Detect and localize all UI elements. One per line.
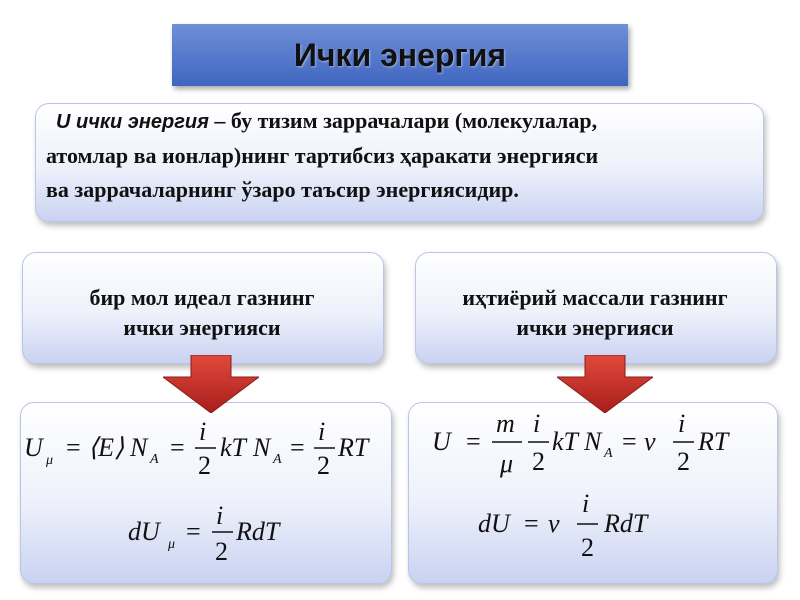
definition-line-1: U ички энергия – бу тизим заррачалари (м… (46, 104, 752, 139)
left-down-arrow-icon (163, 355, 259, 413)
definition-box (35, 103, 764, 222)
formula-i-numerator-r3: i (582, 489, 589, 518)
formula-dU: dU (128, 517, 162, 546)
right-label-line-2: ички энергияси (516, 315, 674, 340)
formula-equals-2: = (170, 433, 185, 462)
definition-line-3: ва заррачаларнинг ўзаро таъсир энергияси… (46, 177, 519, 202)
left-label: бир мол идеал газнинг ички энергияси (22, 283, 382, 343)
formula-kT-right: kT (552, 427, 580, 456)
definition-dash: – (214, 108, 226, 133)
left-label-line-2: ички энергияси (123, 315, 281, 340)
definition-line-1-rest: бу тизим заррачалари (молекулалар, (230, 108, 598, 133)
left-label-box (22, 252, 384, 364)
formula-i-numerator-r2: i (678, 409, 685, 438)
formula-equals-3: = (290, 433, 305, 462)
right-label-line-1: иҳтиёрий массали газнинг (462, 285, 728, 310)
formula-two-denominator-3: 2 (215, 537, 228, 566)
formula-two-denominator-2: 2 (317, 451, 330, 480)
formula-RT-right: RT (697, 427, 730, 456)
formula-two-denominator: 2 (198, 451, 211, 480)
formula-equals-r3: = (524, 509, 539, 538)
slide-title: Ички энергия (293, 36, 507, 73)
formula-mu-denominator: μ (499, 449, 513, 478)
formula-RT: RT (337, 433, 370, 462)
formula-equals-r2: = (622, 427, 637, 456)
formula-N-2: N (252, 433, 272, 462)
formula-E-average: ⟨E⟩ (88, 433, 124, 462)
left-formula-box (20, 402, 392, 584)
right-down-arrow-icon (557, 355, 653, 413)
slide-title-bar: Ички энергия (172, 24, 628, 86)
left-label-line-1: бир мол идеал газнинг (89, 285, 315, 310)
definition-term: U ички энергия (56, 111, 209, 133)
formula-i-numerator-3: i (216, 501, 223, 530)
formula-N: N (129, 433, 149, 462)
right-label: иҳтиёрий массали газнинг ички энергияси (415, 283, 775, 343)
formula-nu-2: ν (548, 509, 560, 538)
formula-equals-1: = (66, 433, 81, 462)
formula-nu: ν (644, 427, 656, 456)
formula-U-right: U (432, 427, 453, 456)
formula-A-subscript-right: A (603, 446, 613, 461)
formula-equals-4: = (186, 517, 201, 546)
formula-i-numerator-r: i (533, 409, 540, 438)
formula-m-numerator: m (496, 409, 515, 438)
right-formula-box (408, 402, 778, 584)
formula-two-denominator-r2: 2 (677, 447, 690, 476)
formula-internal-energy-mole: U μ = ⟨E⟩ N A = i 2 kT N A = i 2 RT dU μ… (24, 417, 370, 566)
formula-i-numerator-2: i (318, 417, 325, 446)
formula-A-subscript: A (149, 452, 159, 467)
formula-two-denominator-r: 2 (532, 447, 545, 476)
formula-dU-right: dU (478, 509, 512, 538)
formula-kT: kT (220, 433, 248, 462)
formula-equals-r1: = (466, 427, 481, 456)
formula-internal-energy-arbitrary-mass: U = m μ i 2 kT N A = ν i 2 RT dU = ν i 2… (432, 409, 730, 562)
definition-text: U ички энергия – бу тизим заррачалари (м… (46, 104, 752, 207)
formula-RdT-right: RdT (603, 509, 649, 538)
formula-N-right: N (583, 427, 603, 456)
formula-i-numerator: i (199, 417, 206, 446)
formula-RdT: RdT (235, 517, 281, 546)
formula-mu-subscript: μ (45, 453, 53, 468)
definition-line-2: атомлар ва ионлар)нинг тартибсиз ҳаракат… (46, 143, 599, 168)
formula-mu-subscript-2: μ (167, 537, 175, 552)
formula-A-subscript-2: A (272, 452, 282, 467)
formula-U: U (24, 433, 45, 462)
formula-two-denominator-r3: 2 (581, 533, 594, 562)
